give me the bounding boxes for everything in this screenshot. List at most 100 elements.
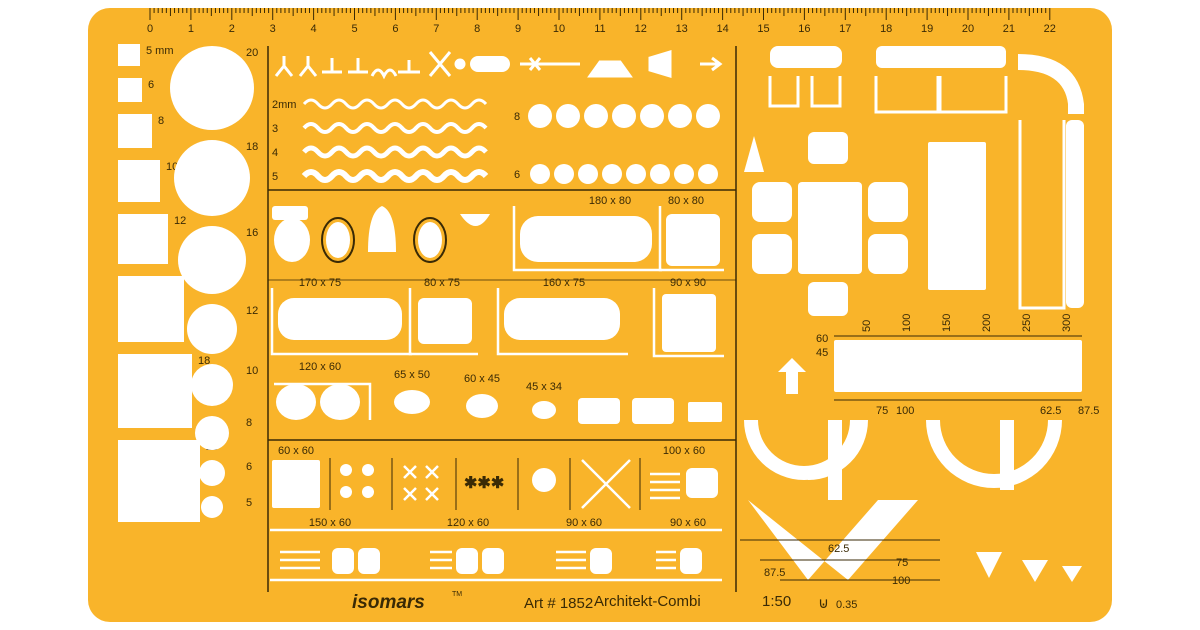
- door-scale-label: 87.5: [764, 567, 785, 579]
- line-wave: [302, 122, 488, 134]
- plant-cutout: [556, 104, 580, 128]
- ruler-number: 7: [433, 23, 439, 35]
- ruler-number: 0: [147, 23, 153, 35]
- product-name: Architekt-Combi: [594, 593, 701, 610]
- square-label: 18: [198, 355, 210, 367]
- circle-label: 6: [246, 461, 252, 473]
- plant-cutout: [698, 164, 718, 184]
- table-scale-bottom-label: 100: [896, 405, 914, 417]
- circle-cutout: [187, 304, 237, 354]
- square-cutout: [118, 440, 200, 522]
- plant-cutout: [578, 164, 598, 184]
- ruler-number: 15: [757, 23, 769, 35]
- line-wave: [302, 98, 488, 110]
- plant-cutout: [528, 104, 552, 128]
- dimension-label: 60 x 45: [464, 373, 500, 385]
- ruler-number: 8: [474, 23, 480, 35]
- ruler-number: 3: [270, 23, 276, 35]
- plant-cutout: [612, 104, 636, 128]
- dimension-label: 65 x 50: [394, 369, 430, 381]
- plant-cutout: [554, 164, 574, 184]
- square-label: 5 mm: [146, 45, 174, 57]
- ruler-number: 19: [921, 23, 933, 35]
- square-label: 8: [158, 115, 164, 127]
- circle-cutout: [199, 460, 225, 486]
- ruler-number: 4: [311, 23, 317, 35]
- ruler-number: 11: [594, 23, 605, 35]
- plant-cutout: [584, 104, 608, 128]
- dimension-label: 120 x 60: [299, 361, 341, 373]
- ruler-number: 10: [553, 23, 565, 35]
- pen-size: 0.35: [836, 599, 857, 611]
- ruler-number: 16: [798, 23, 810, 35]
- ruler-number: 13: [676, 23, 688, 35]
- ruler-number: 20: [962, 23, 974, 35]
- ruler-number: 21: [1003, 23, 1015, 35]
- line-type-label: 2mm: [272, 99, 296, 111]
- dimension-label: 80 x 80: [668, 195, 704, 207]
- square-cutout: [118, 78, 142, 102]
- square-cutout: [118, 276, 184, 342]
- plant-cutout: [640, 104, 664, 128]
- line-type-label: 5: [272, 171, 278, 183]
- plant-cutout: [674, 164, 694, 184]
- dimension-label: 100 x 60: [663, 445, 705, 457]
- square-label: 12: [174, 215, 186, 227]
- square-cutout: [118, 114, 152, 148]
- table-scale-top-label: 50: [861, 320, 873, 332]
- circle-cutout: [201, 496, 223, 518]
- plant-cutout: [650, 164, 670, 184]
- circle-label: 12: [246, 305, 258, 317]
- table-scale-top-label: 150: [941, 314, 953, 332]
- plant-cutout: [602, 164, 622, 184]
- square-cutout: [118, 214, 168, 264]
- table-scale-top-label: 100: [901, 314, 913, 332]
- table-scale-top-label: 300: [1061, 314, 1073, 332]
- circle-label: 16: [246, 227, 258, 239]
- line-type-label: 3: [272, 123, 278, 135]
- dimension-label: 160 x 75: [543, 277, 585, 289]
- trademark: TM: [452, 591, 462, 598]
- dimension-label: 90 x 60: [566, 517, 602, 529]
- line-wave: [302, 145, 488, 159]
- line-patterns: 2mm 3 4 5: [272, 98, 489, 183]
- square-cutout: [118, 354, 192, 428]
- table-scale-top-label: 250: [1021, 314, 1033, 332]
- kitchen-section: ✱✱✱: [270, 458, 722, 582]
- plant-cutout: [696, 104, 720, 128]
- circle-cutout: [178, 226, 246, 294]
- ruler-number: 22: [1044, 23, 1056, 35]
- plant-cutout: [626, 164, 646, 184]
- footer: isomars TM Art # 1852 Architekt-Combi 1:…: [352, 591, 857, 613]
- scale-label: 1:50: [762, 593, 791, 610]
- dimension-label: 170 x 75: [299, 277, 341, 289]
- table-scale-bottom-label: 75: [876, 405, 888, 417]
- circle-label: 20: [246, 47, 258, 59]
- table-scale-bottom-label: 87.5: [1078, 405, 1099, 417]
- ruler-number: 1: [188, 23, 194, 35]
- table-scale-left-label: 60: [816, 333, 828, 345]
- ruler-number: 2: [229, 23, 235, 35]
- plant-symbols: 86: [514, 104, 720, 184]
- ruler-number: 9: [515, 23, 521, 35]
- line-wave: [301, 169, 489, 183]
- line-type-label: 4: [272, 147, 278, 159]
- dimension-label: 180 x 80: [589, 195, 631, 207]
- article-number: Art # 1852: [524, 595, 593, 612]
- door-scale-label: 75: [896, 557, 908, 569]
- circle-cutout: [174, 140, 250, 216]
- circle-label: 8: [246, 417, 252, 429]
- circle-label: 10: [246, 365, 258, 377]
- furniture-section: [744, 46, 1084, 582]
- electrical-symbols: [274, 49, 723, 80]
- ruler-number: 18: [880, 23, 892, 35]
- plant-size-label: 8: [514, 111, 520, 123]
- square-cutout: [118, 44, 140, 66]
- circle-cutout: [191, 364, 233, 406]
- ruler-number: 5: [351, 23, 357, 35]
